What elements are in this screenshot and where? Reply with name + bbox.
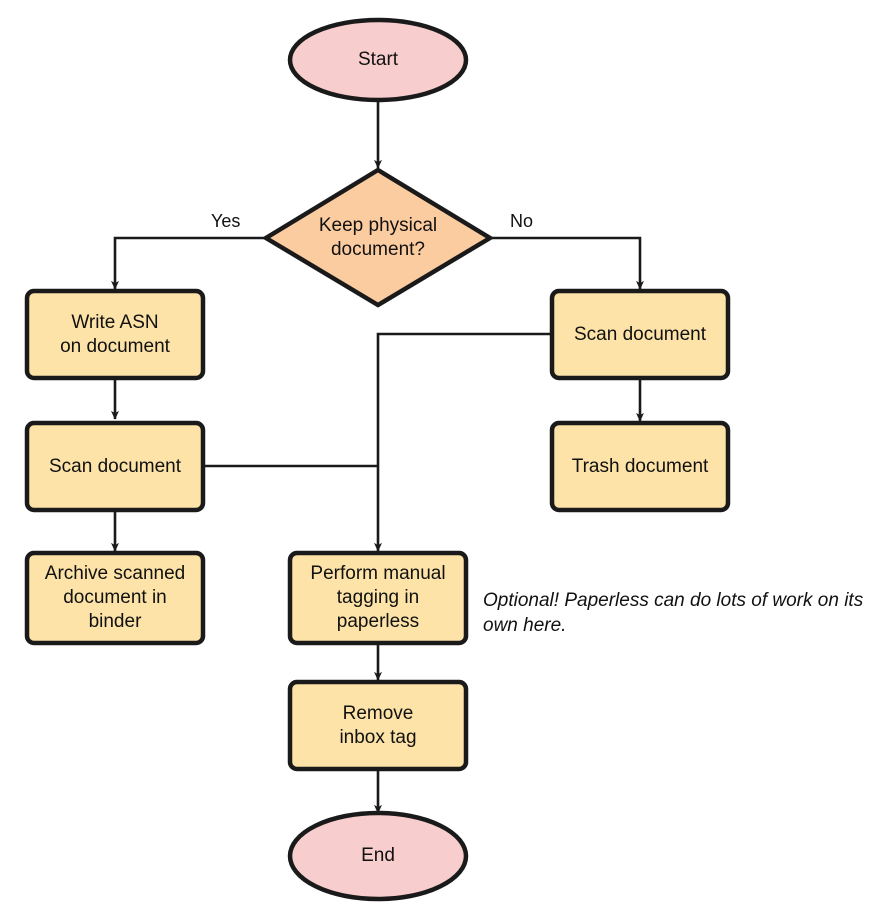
node-trash-document-shape[interactable]: [549, 420, 731, 513]
connector-decision-yes-to-write-asn: [111, 236, 265, 290]
connector-scan-right-to-manual-tagging: [374, 332, 552, 552]
node-scan-document-right-shape[interactable]: [549, 288, 731, 381]
node-manual-tagging-shape[interactable]: [287, 550, 469, 646]
node-remove-inbox-tag-shape[interactable]: [287, 679, 469, 772]
connector-decision-no-to-scan-right: [490, 236, 644, 290]
node-scan-document-left-shape[interactable]: [24, 420, 206, 513]
edge-label-yes: Yes: [211, 211, 241, 231]
node-archive-binder-shape[interactable]: [24, 550, 206, 646]
node-write-asn-shape[interactable]: [24, 288, 206, 381]
annotation-optional-note: Optional! Paperless can do lots of work …: [483, 590, 864, 636]
edge-label-no: No: [510, 211, 534, 231]
node-start-shape[interactable]: [287, 17, 469, 103]
node-end-shape[interactable]: [287, 810, 469, 902]
node-decision-keep-physical-shape[interactable]: [261, 167, 495, 308]
